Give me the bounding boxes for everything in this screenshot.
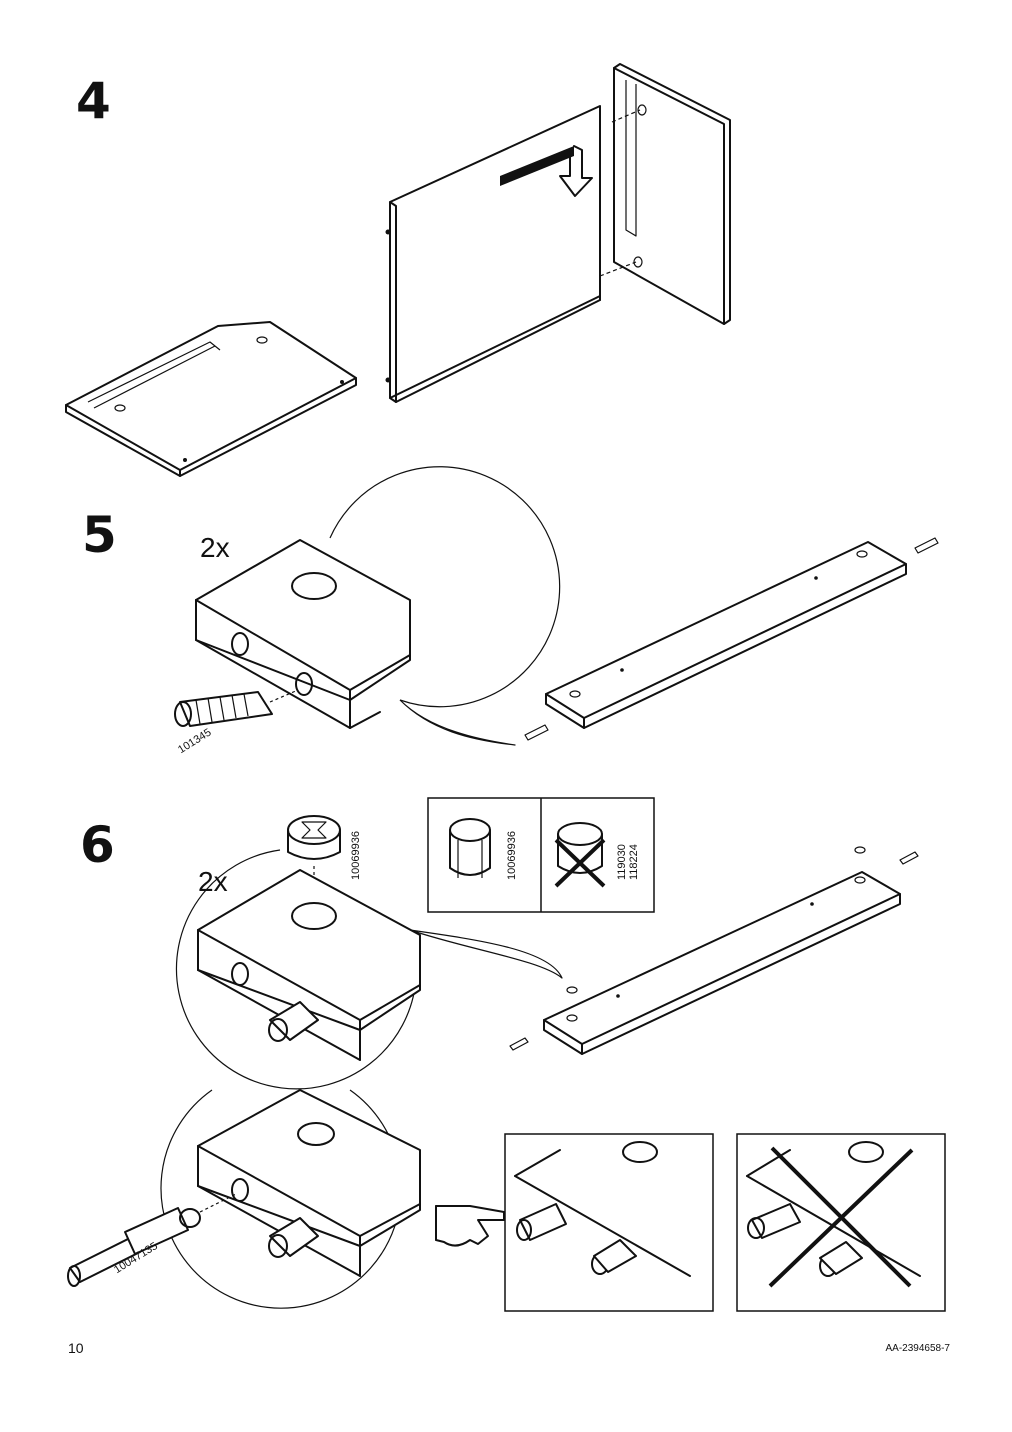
step-6-quantity: 2x: [198, 866, 228, 897]
step-6-rail: [509, 846, 919, 1055]
step-5-number: 5: [82, 506, 117, 564]
step-4-side-panel: [599, 63, 731, 325]
pointing-hand-icon: [435, 1205, 505, 1247]
step-5-quantity: 2x: [200, 532, 230, 563]
cam-lock-bad: [557, 822, 603, 874]
correct-example-box: [504, 1133, 714, 1312]
page-number: 10: [68, 1340, 84, 1356]
document-id: AA-2394658-7: [885, 1343, 951, 1354]
step-6-number: 6: [80, 816, 115, 874]
step-6-cam-part-code: 10069936: [350, 831, 362, 880]
step-6-detail-circle-top: [175, 849, 563, 1090]
step-5-detail-circle: [174, 466, 561, 746]
incorrect-example-box: [736, 1133, 946, 1312]
step-6-compare-box: [427, 797, 655, 913]
dowel: [174, 691, 273, 727]
cam-bolt: [67, 1193, 237, 1287]
compare-ok-code: 10069936: [506, 831, 518, 880]
step-4-number: 4: [76, 72, 111, 130]
step-5-rail: [524, 537, 939, 741]
step-6-cam-lock: [287, 815, 341, 910]
step-6-detail-circle-bottom: [67, 1089, 421, 1309]
cam-lock-ok: [449, 818, 491, 878]
compare-bad-codes: 119030 118224: [616, 844, 640, 880]
cross-icon: [768, 1146, 914, 1288]
step-4-bottom-panel: [65, 321, 357, 477]
cross-icon: [554, 838, 606, 888]
step-4-back-panel: [385, 105, 601, 403]
